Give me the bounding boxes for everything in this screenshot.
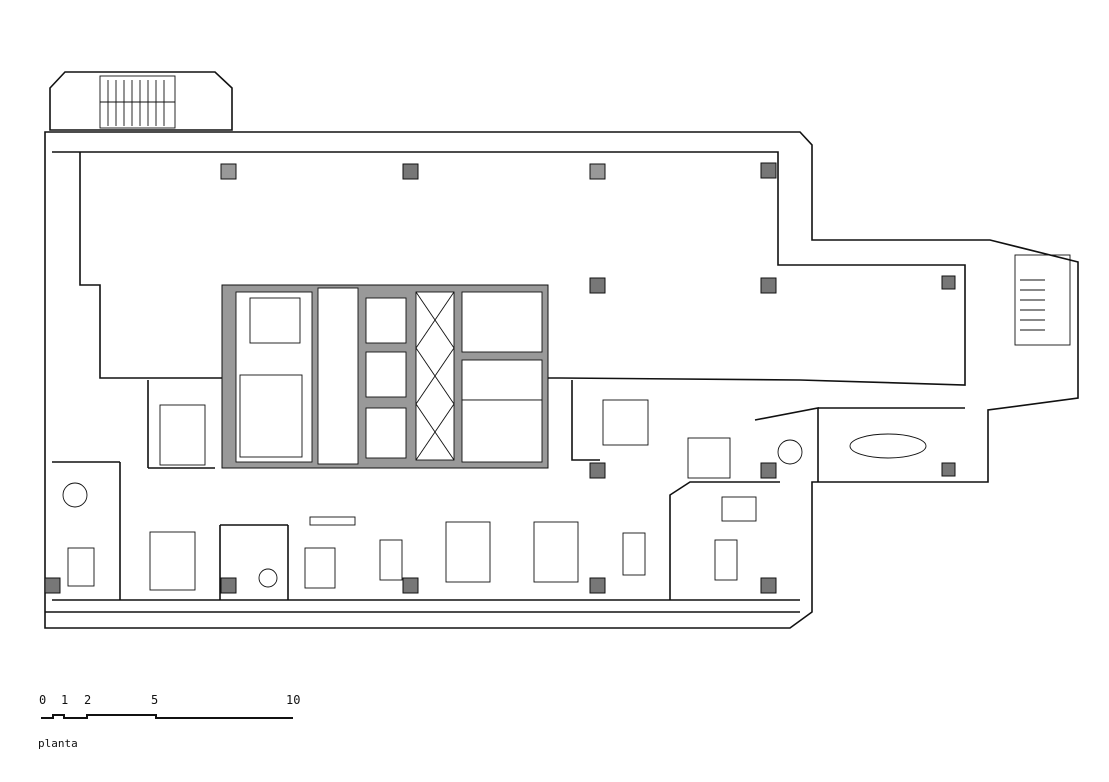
desk — [714, 539, 738, 581]
elevator — [365, 297, 407, 344]
desk — [304, 547, 336, 589]
round-table — [777, 439, 803, 465]
east-stair — [1014, 254, 1071, 346]
scale-label-0: 0 — [39, 693, 47, 707]
exterior-wall — [44, 131, 1079, 629]
conference-table — [849, 433, 927, 459]
core-stair — [239, 374, 303, 458]
counter — [309, 516, 356, 526]
structural-columns — [44, 162, 956, 594]
meeting-table — [159, 404, 206, 466]
north-stair-tower — [49, 71, 233, 131]
scale-label-2: 2 — [84, 693, 92, 707]
furniture — [62, 399, 927, 591]
desk — [622, 532, 646, 576]
round-table — [258, 568, 278, 588]
desk — [687, 437, 731, 479]
restroom — [461, 399, 543, 463]
interior-wall — [52, 151, 966, 386]
desk — [445, 521, 491, 583]
desk — [67, 547, 95, 587]
building-core — [221, 284, 549, 469]
desk — [149, 531, 196, 591]
office-partitions — [52, 380, 965, 600]
drawing-title: planta — [38, 737, 78, 750]
scale-label-5: 5 — [151, 693, 159, 707]
meeting-table — [721, 496, 757, 522]
restroom — [461, 291, 543, 353]
shafts — [415, 291, 455, 461]
elevator — [365, 407, 407, 459]
scale-label-1: 1 — [61, 693, 69, 707]
desk — [602, 399, 649, 446]
restroom — [461, 359, 543, 401]
elevator-lobby — [317, 287, 359, 465]
elevator — [365, 351, 407, 398]
desk — [533, 521, 579, 583]
stair-treads — [100, 80, 175, 126]
scale-label-10: 10 — [286, 693, 301, 707]
desk — [379, 539, 403, 581]
elevator — [249, 297, 301, 344]
round-table — [62, 482, 88, 508]
